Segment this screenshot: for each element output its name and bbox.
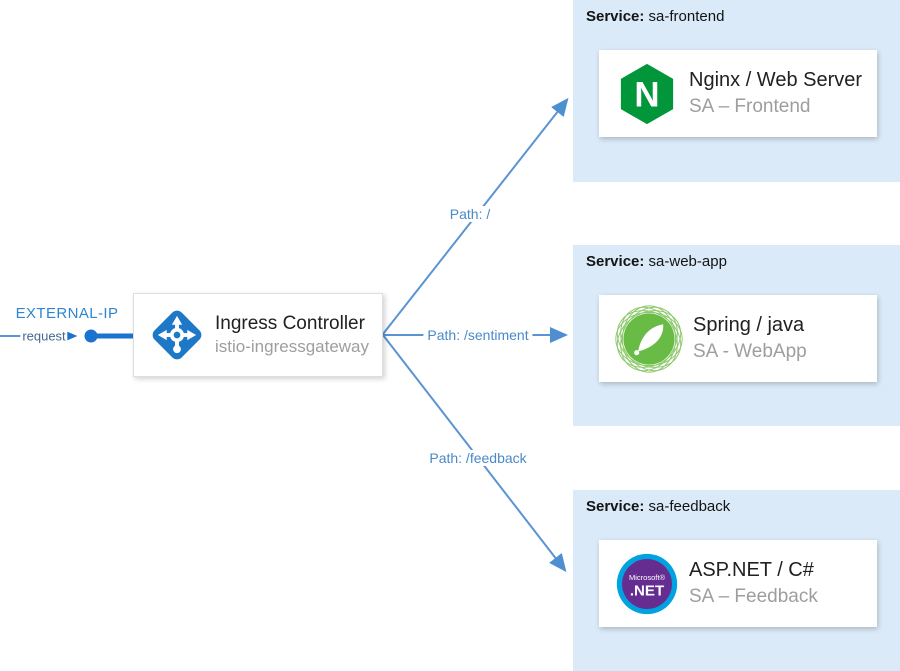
svg-text:N: N [634,75,659,114]
service-header: Service: sa-web-app [586,253,727,270]
service-panel-sa-feedback: Service: sa-feedback Microsoft® .NET ASP… [573,490,900,671]
service-name: sa-frontend [648,8,725,25]
card-title: Spring / java [693,314,805,337]
card-subtitle: SA – Frontend [689,96,811,118]
service-header: Service: sa-feedback [586,498,730,515]
dotnet-logo-icon: Microsoft® .NET [613,550,681,618]
service-header: Service: sa-frontend [586,8,724,25]
service-label: Service: [586,253,645,270]
card-title: ASP.NET / C# [689,559,814,582]
ingress-controller-node[interactable]: Ingress Controller istio-ingressgateway [133,293,383,377]
service-card-nginx[interactable]: N Nginx / Web Server SA – Frontend [599,50,877,137]
path-label-root: Path: / [445,206,495,222]
service-label: Service: [586,8,645,25]
external-ip-label: EXTERNAL-IP [15,305,119,322]
service-card-dotnet[interactable]: Microsoft® .NET ASP.NET / C# SA – Feedba… [599,540,877,627]
path-label-feedback: Path: /feedback [425,450,531,466]
request-label: request [20,328,68,344]
service-name: sa-web-app [648,253,727,270]
service-panel-sa-frontend: Service: sa-frontend N Nginx / Web Serve… [573,0,900,182]
nginx-logo-icon: N [613,60,681,128]
ingress-subtitle: istio-ingressgateway [215,337,370,357]
service-label: Service: [586,498,645,515]
istio-gateway-icon [149,307,205,363]
path-label-sentiment: Path: /sentiment [423,327,533,343]
svg-text:Microsoft®: Microsoft® [629,573,666,582]
card-subtitle: SA - WebApp [693,341,807,363]
card-title: Nginx / Web Server [689,69,863,92]
ingress-title: Ingress Controller [215,312,365,334]
service-card-spring[interactable]: Spring / java SA - WebApp [599,295,877,382]
card-subtitle: SA – Feedback [689,586,818,608]
service-panel-sa-web-app: Service: sa-web-app [573,245,900,426]
spring-logo-icon [613,304,685,373]
service-name: sa-feedback [648,498,731,515]
svg-text:.NET: .NET [630,582,665,599]
